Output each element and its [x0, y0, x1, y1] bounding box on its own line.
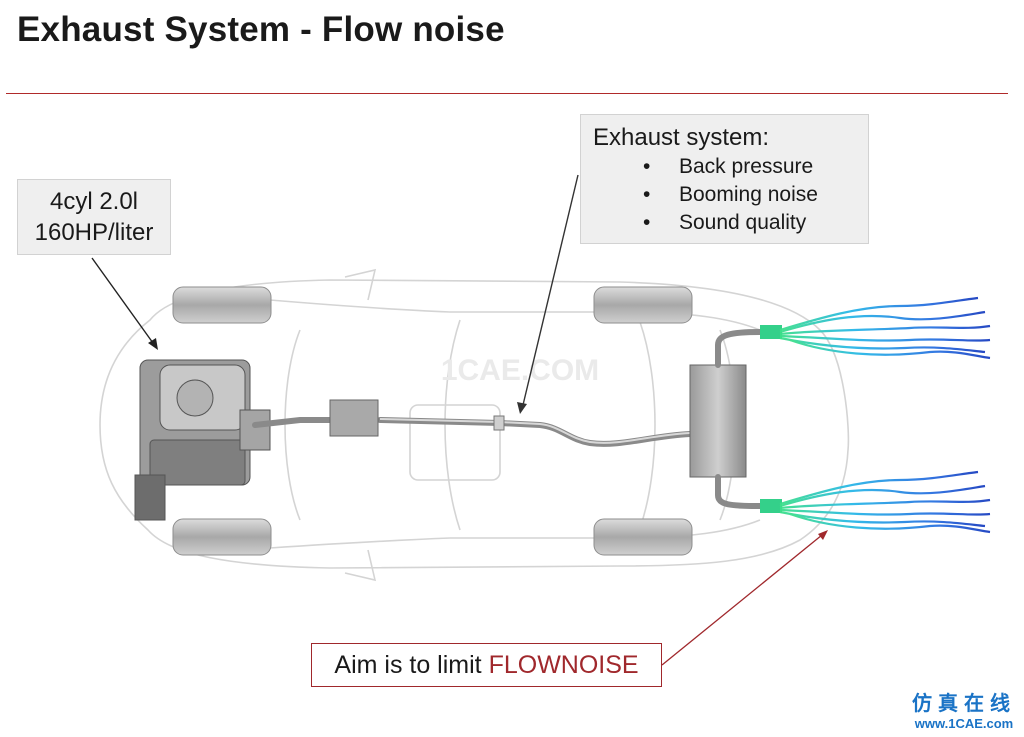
engine-spec-callout: 4cyl 2.0l 160HP/liter — [17, 179, 171, 255]
pipe-clamp — [493, 415, 505, 431]
aim-leader-arrow — [661, 530, 828, 666]
flow-plume-lower — [779, 470, 991, 534]
aim-highlight-text: FLOWNOISE — [488, 651, 639, 679]
car-body-outline — [99, 268, 850, 582]
front-silencer — [329, 399, 379, 437]
site-logo: 仿真在线 www.1CAE.com — [912, 687, 1016, 731]
engine-assembly — [134, 359, 271, 521]
aim-prefix-text: Aim is to limit — [334, 651, 489, 679]
exhaust-callout-title: Exhaust system: — [593, 124, 770, 151]
engine-power-label: 160HP/liter — [34, 219, 154, 246]
tire-front-left — [172, 286, 272, 324]
center-watermark: 1CAE.COM — [441, 354, 599, 387]
aim-callout: Aim is to limit FLOWNOISE — [311, 643, 662, 687]
title-divider — [6, 93, 1008, 94]
tire-rear-left — [593, 286, 693, 324]
tire-front-right — [172, 518, 272, 556]
logo-url-text: www.1CAE.com — [914, 716, 1014, 731]
tailpipe-tip-upper — [760, 325, 782, 339]
tailpipe-tip-lower — [760, 499, 782, 513]
bullet-sound-quality: Sound quality — [643, 209, 856, 237]
bullet-booming-noise: Booming noise — [643, 181, 856, 209]
rear-muffler — [689, 364, 747, 478]
tire-rear-right — [593, 518, 693, 556]
exhaust-bullet-list: Back pressure Booming noise Sound qualit… — [593, 153, 856, 237]
slide-title: Exhaust System - Flow noise — [17, 10, 505, 49]
exhaust-system-callout: Exhaust system: Back pressure Booming no… — [580, 114, 869, 244]
tail-pipes — [715, 329, 763, 509]
exhaust-leader-arrow — [517, 174, 579, 414]
bullet-back-pressure: Back pressure — [643, 153, 856, 181]
exhaust-pipe — [252, 417, 693, 447]
engine-displacement-label: 4cyl 2.0l — [49, 188, 139, 215]
logo-chinese-text: 仿真在线 — [912, 691, 1016, 715]
pipe-highlight — [379, 418, 691, 444]
engine-leader-arrow — [91, 257, 158, 350]
flow-plume-upper — [779, 296, 991, 360]
